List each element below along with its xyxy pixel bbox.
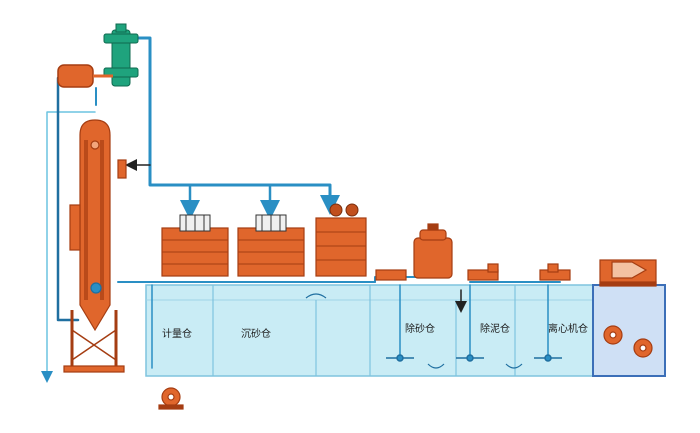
tank-label-settling: 沉砂仓 (241, 327, 271, 340)
gas-separator-drum (57, 64, 113, 88)
shale-shaker-2 (237, 214, 305, 277)
agitator-icon (386, 354, 562, 362)
tall-vessel (63, 119, 127, 373)
overflow-line (41, 111, 96, 383)
tank-label-centrifuge: 离心机仓 (548, 322, 588, 335)
pump-icon (158, 387, 184, 410)
pump-icon (603, 325, 653, 358)
tank-label-desander: 除砂仓 (405, 322, 435, 335)
shale-shaker-1 (161, 214, 229, 277)
desilter-pump (467, 263, 499, 281)
shale-shaker-3 (315, 203, 367, 277)
tank-label-desilter: 除泥仓 (480, 322, 510, 335)
centrifuge-room (592, 284, 666, 377)
desander-unit (375, 223, 453, 281)
decanter-centrifuge (599, 259, 657, 287)
centrifuge-pump (539, 263, 571, 281)
tank-label-metering: 计量仓 (162, 327, 192, 340)
desander-feed (374, 276, 431, 283)
tank-block (145, 284, 666, 377)
suction-line (56, 76, 80, 322)
main-feed-pipe (124, 36, 332, 207)
mixing-arrow-icon (305, 293, 523, 369)
